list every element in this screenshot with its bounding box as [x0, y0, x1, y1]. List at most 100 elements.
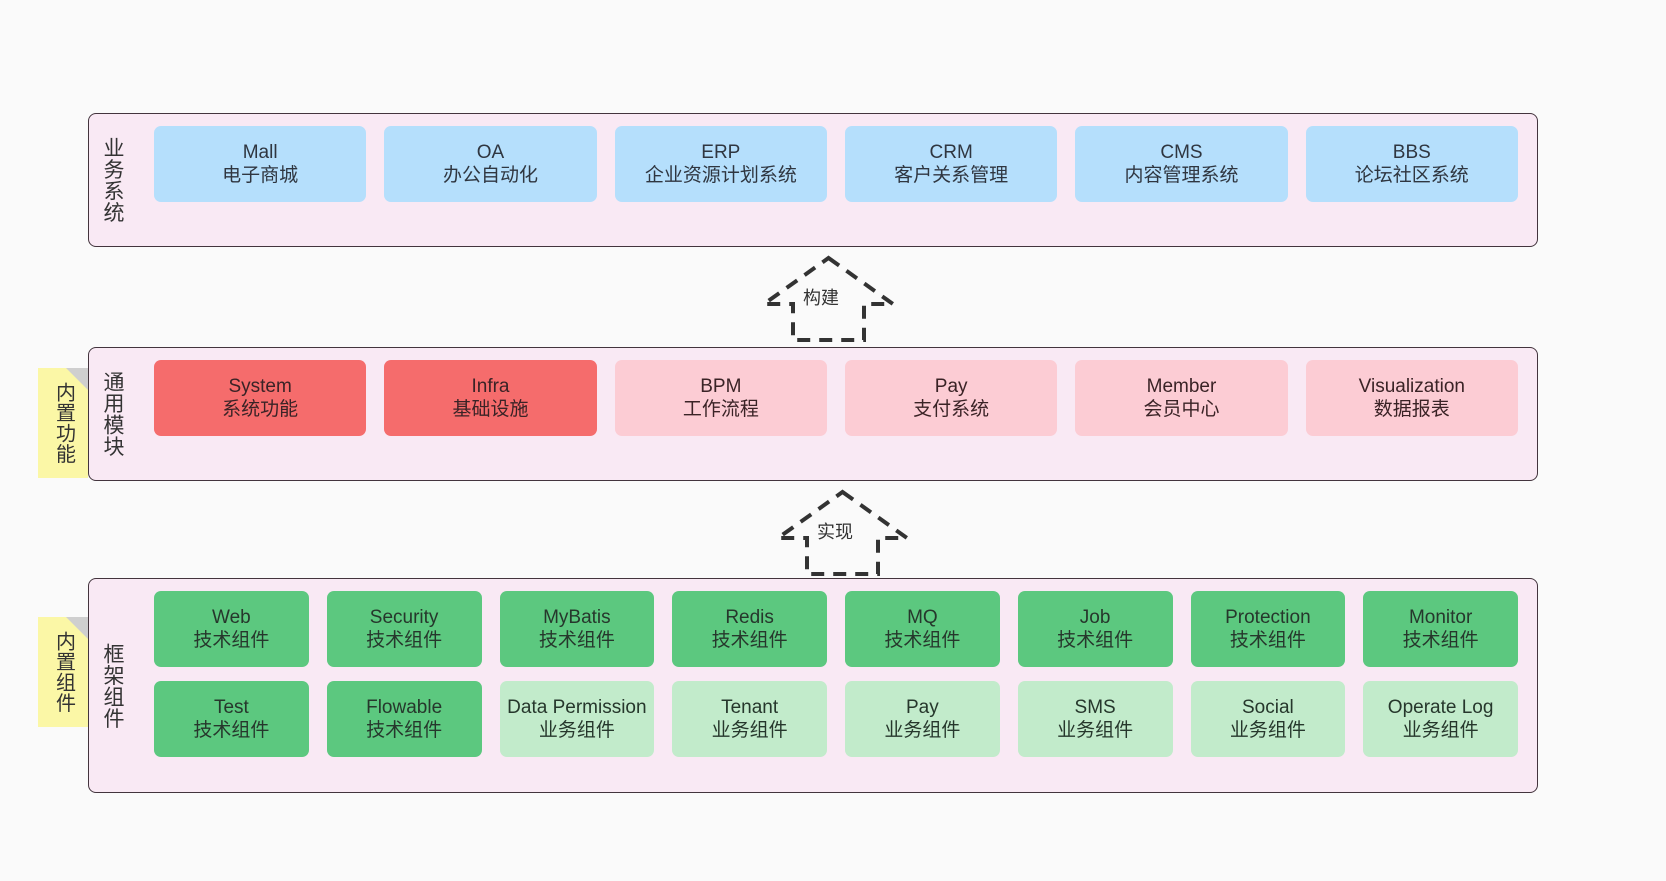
- node-desc: 客户关系管理: [894, 165, 1009, 186]
- node-name: OA: [476, 141, 505, 163]
- node-desc: 电子商城: [222, 165, 299, 186]
- node-desc: 技术组件: [366, 720, 443, 741]
- node-name: Protection: [1225, 606, 1311, 628]
- note-builtin-function-label: 内置功能: [52, 382, 75, 464]
- note-builtin-function: 内置功能: [38, 368, 88, 478]
- node-name: BBS: [1392, 141, 1431, 163]
- node-desc: 业务组件: [711, 720, 788, 741]
- node-desc: 业务组件: [1057, 720, 1134, 741]
- arrow-implement: 实现: [770, 484, 915, 580]
- arrow-implement-glyph: [771, 489, 914, 576]
- node-name: Tenant: [721, 696, 779, 718]
- node-name: Social: [1242, 696, 1294, 718]
- node-desc: 业务组件: [1402, 720, 1479, 741]
- node-desc: 办公自动化: [442, 165, 538, 186]
- node-name: SMS: [1074, 696, 1116, 718]
- node-name: Flowable: [366, 696, 443, 718]
- node-name: Member: [1146, 375, 1217, 397]
- node-name: Security: [369, 606, 439, 628]
- node-name: System: [228, 375, 292, 397]
- node-name: BPM: [700, 375, 742, 397]
- node-desc: 技术组件: [193, 630, 270, 651]
- layer-business-system-title: 业务系统: [100, 137, 124, 223]
- node-desc: 会员中心: [1143, 399, 1220, 420]
- node-desc: 基础设施: [452, 399, 529, 420]
- node-name: Operate Log: [1387, 696, 1494, 718]
- node-name: Web: [212, 606, 251, 628]
- node-name: Redis: [725, 606, 774, 628]
- node-name: Infra: [471, 375, 510, 397]
- node-desc: 技术组件: [193, 720, 270, 741]
- node-desc: 业务组件: [884, 720, 961, 741]
- node-desc: 企业资源计划系统: [644, 165, 797, 186]
- arrow-build: 构建: [756, 250, 901, 346]
- node-name: Pay: [906, 696, 939, 718]
- node-name: CRM: [929, 141, 973, 163]
- node-desc: 技术组件: [1229, 630, 1306, 651]
- node-name: Mall: [242, 141, 278, 163]
- node-desc: 技术组件: [538, 630, 615, 651]
- layer-framework-components-title: 框架组件: [100, 642, 124, 729]
- node-desc: 工作流程: [682, 399, 759, 420]
- node-desc: 业务组件: [1229, 720, 1306, 741]
- node-desc: 技术组件: [1402, 630, 1479, 651]
- node-desc: 支付系统: [913, 399, 990, 420]
- node-desc: 技术组件: [366, 630, 443, 651]
- node-name: MQ: [907, 606, 938, 628]
